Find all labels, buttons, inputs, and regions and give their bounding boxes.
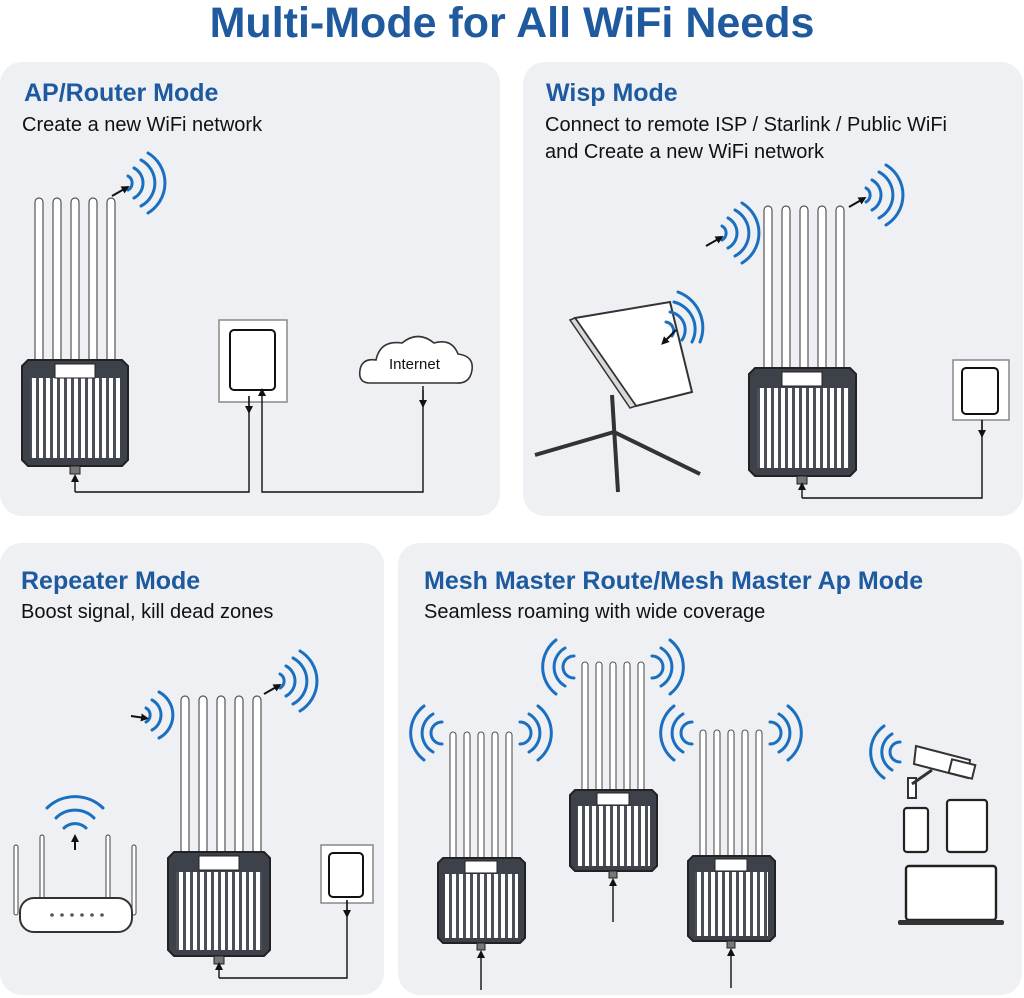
wisp-title: Wisp Mode	[546, 79, 678, 107]
repeater-desc: Boost signal, kill dead zones	[21, 601, 274, 623]
internet-label: Internet	[389, 356, 440, 373]
wisp-desc-line1: Connect to remote ISP / Starlink / Publi…	[545, 114, 948, 136]
ap-router-desc: Create a new WiFi network	[22, 114, 263, 136]
mesh-desc: Seamless roaming with wide coverage	[424, 601, 766, 623]
mesh-title: Mesh Master Route/Mesh Master Ap Mode	[424, 567, 924, 595]
repeater-title: Repeater Mode	[21, 567, 201, 595]
wisp-desc-line2: and Create a new WiFi network	[545, 141, 825, 163]
page-title: Multi-Mode for All WiFi Needs	[209, 0, 815, 47]
ap-router-title: AP/Router Mode	[24, 79, 219, 107]
